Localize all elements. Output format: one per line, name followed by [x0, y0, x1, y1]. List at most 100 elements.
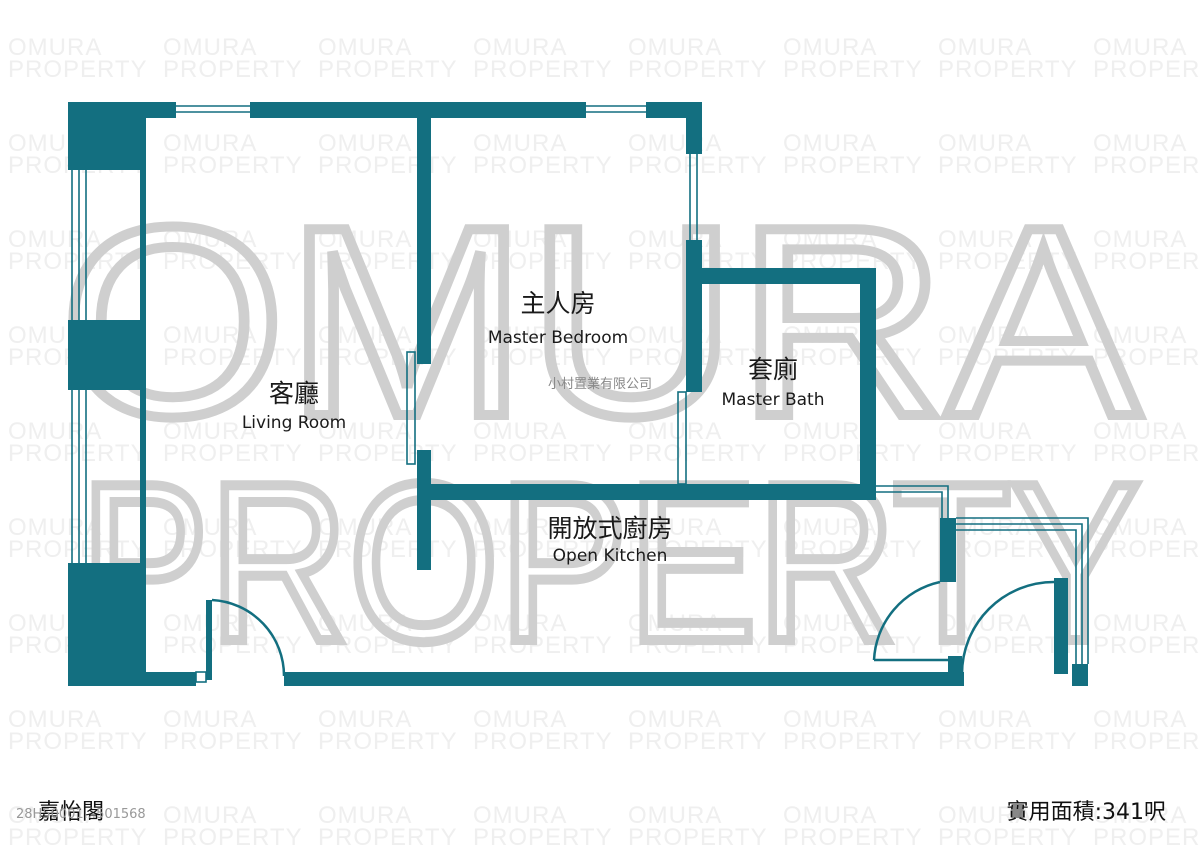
watermark-tile-line1: OMURA	[473, 610, 567, 637]
watermark-tile-line2: PROPERTY	[783, 152, 923, 179]
room-labels: 客廳 Living Room 主人房 Master Bedroom 小村置業有限…	[242, 289, 825, 566]
watermark-tile-line1: OMURA	[628, 706, 722, 733]
watermark-tile-line2: PROPERTY	[473, 824, 613, 849]
watermark-tile-line2: PROPERTY	[318, 248, 458, 275]
wall-bath-left	[686, 284, 702, 392]
watermark-tile-line2: PROPERTY	[318, 632, 458, 659]
watermark-tile-line1: OMURA	[473, 322, 567, 349]
wall-balcony-right	[1054, 578, 1068, 674]
watermark-tile-line2: PROPERTY	[938, 632, 1078, 659]
watermark-tile-line1: OMURA	[163, 418, 257, 445]
watermark-tile-line1: OMURA	[1093, 418, 1187, 445]
wall-inner-left	[140, 102, 146, 686]
watermark-tile-line2: PROPERTY	[938, 536, 1078, 563]
wall-balcony-corner	[1072, 664, 1088, 686]
reference-code: 28H50001...501568	[16, 807, 146, 822]
watermark-tile-line1: OMURA	[473, 802, 567, 829]
watermark-tile-line1: OMURA	[8, 34, 102, 61]
watermark-tile-line2: PROPERTY	[1093, 824, 1200, 849]
big-watermark: OMURA PROPERTY	[55, 167, 1146, 693]
master-bedroom-zh-label: 主人房	[520, 289, 595, 318]
watermark-tile-line2: PROPERTY	[8, 56, 148, 83]
balcony-door-swing	[960, 580, 1055, 675]
watermark-tile-line2: PROPERTY	[163, 824, 303, 849]
wall-bottom-left	[140, 672, 196, 686]
wall-bedroom-left	[417, 102, 431, 364]
watermark-tile-line2: PROPERTY	[1093, 56, 1200, 83]
watermark-tile-line1: OMURA	[1093, 322, 1187, 349]
watermark-tile-line1: OMURA	[163, 226, 257, 253]
watermark-tile-line2: PROPERTY	[163, 248, 303, 275]
watermark-tile-line2: PROPERTY	[8, 728, 148, 755]
watermark-tile-line2: PROPERTY	[628, 56, 768, 83]
watermark-tile-line1: OMURA	[473, 34, 567, 61]
master-bath-zh-label: 套廁	[748, 355, 798, 384]
wall-kitchen-right	[940, 518, 956, 582]
building-name: 嘉怡閣	[38, 800, 105, 825]
wall-corner-top-left	[68, 102, 144, 170]
watermark-tile-line2: PROPERTY	[1093, 152, 1200, 179]
big-watermark-line1: OMURA	[60, 172, 1141, 473]
kitchen-zh-label: 開放式廚房	[547, 514, 672, 543]
watermark-tile-line2: PROPERTY	[318, 824, 458, 849]
watermark-tile-line1: OMURA	[938, 418, 1032, 445]
watermark-tile-line1: OMURA	[628, 418, 722, 445]
watermark-tile-line2: PROPERTY	[783, 536, 923, 563]
area-label: 實用面積:341呎	[1006, 800, 1166, 825]
wall-pillar-left	[68, 320, 144, 390]
watermark-tile-line2: PROPERTY	[938, 824, 1078, 849]
watermark-tile-line2: PROPERTY	[628, 632, 768, 659]
watermark-tile-line1: OMURA	[628, 130, 722, 157]
watermark-tile-line1: OMURA	[938, 226, 1032, 253]
wall-bedroom-left-lower	[417, 450, 431, 570]
watermark-tile-line2: PROPERTY	[473, 728, 613, 755]
watermark-tile-line2: PROPERTY	[938, 728, 1078, 755]
watermark-tile-line1: OMURA	[938, 802, 1032, 829]
watermark-tile-line1: OMURA	[783, 226, 877, 253]
watermark-tile-line1: OMURA	[163, 322, 257, 349]
watermark-tile-line2: PROPERTY	[628, 440, 768, 467]
watermark-tile-line1: OMURA	[473, 226, 567, 253]
wall-bath-right	[860, 268, 876, 500]
watermark-tile-line1: OMURA	[1093, 130, 1187, 157]
watermark-tile-line2: PROPERTY	[163, 536, 303, 563]
watermark-tile-line2: PROPERTY	[8, 536, 148, 563]
watermark-tile-line2: PROPERTY	[783, 728, 923, 755]
watermark-tile-line2: PROPERTY	[473, 248, 613, 275]
watermark-tile-line2: PROPERTY	[163, 728, 303, 755]
watermark-tile-line1: OMURA	[8, 706, 102, 733]
watermark-tile-line1: OMURA	[628, 34, 722, 61]
kitchen-door-swing	[872, 580, 941, 661]
watermark-tile-line2: PROPERTY	[938, 344, 1078, 371]
kitchen-en-label: Open Kitchen	[553, 546, 668, 566]
watermark-tile-line2: PROPERTY	[318, 152, 458, 179]
watermark-tile-line1: OMURA	[318, 418, 412, 445]
watermark-tile-line1: OMURA	[163, 514, 257, 541]
watermark-tile-line1: OMURA	[163, 34, 257, 61]
watermark-tile-line2: PROPERTY	[628, 824, 768, 849]
wall-bottom-main	[284, 672, 964, 686]
watermark-tile-line1: OMURA	[473, 514, 567, 541]
wall-entry-jamb	[206, 600, 212, 680]
watermark-tile-line2: PROPERTY	[783, 56, 923, 83]
watermark-tile-line1: OMURA	[8, 802, 102, 829]
watermark-tile-line2: PROPERTY	[1093, 728, 1200, 755]
watermark-tile-line1: OMURA	[1093, 610, 1187, 637]
watermark-tile-line2: PROPERTY	[1093, 440, 1200, 467]
watermark-tile-line2: PROPERTY	[318, 728, 458, 755]
watermark-tile-line2: PROPERTY	[318, 56, 458, 83]
watermark-tile-line1: OMURA	[938, 322, 1032, 349]
watermark-tile-line1: OMURA	[473, 418, 567, 445]
windows	[71, 105, 1089, 664]
watermark-tile-line2: PROPERTY	[1093, 248, 1200, 275]
wall-corner-bottom-left	[68, 563, 144, 686]
living-room-zh-label: 客廳	[269, 379, 319, 408]
watermark-tile-line1: OMURA	[1093, 226, 1187, 253]
sliding-door-bath	[677, 391, 687, 485]
watermark-tile-line2: PROPERTY	[628, 536, 768, 563]
watermark-tile-line2: PROPERTY	[473, 152, 613, 179]
watermark-tile-line1: OMURA	[1093, 706, 1187, 733]
watermark-tile-line1: OMURA	[1093, 514, 1187, 541]
watermark-tile-line1: OMURA	[628, 802, 722, 829]
